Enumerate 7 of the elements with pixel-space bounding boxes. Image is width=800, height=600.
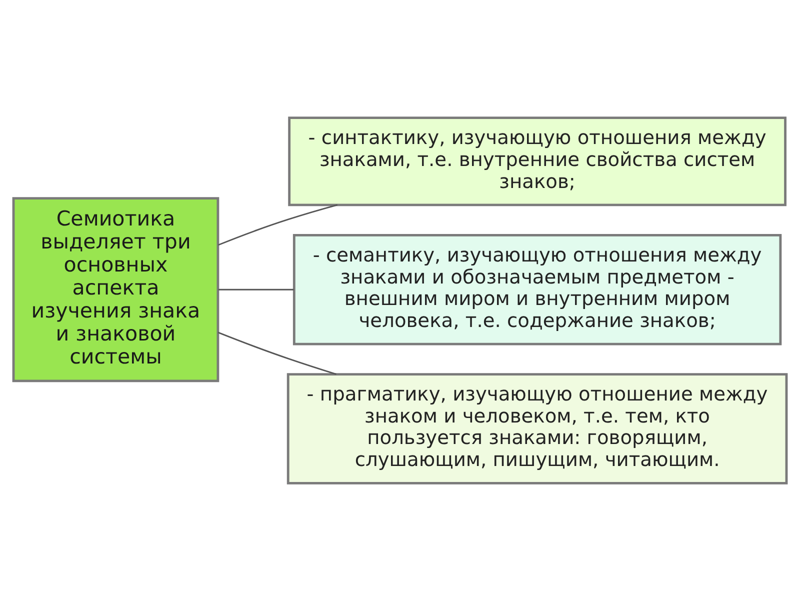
node-box: Семиотика выделяет три основных аспекта изучения знака и знаковой системы: [12, 196, 220, 382]
connector: [218, 288, 294, 290]
node-box: - прагматику, изучающую отношение между знаком и человеком, т.е. тем, кто пользуется знаками: говорящим, слушающим, пишущим, читающим.: [286, 372, 788, 484]
connector: [218, 204, 338, 246]
node-box: - семантику, изучающую отношения между знаками и обозначаемым предметом - внешним миром и внутренним миром человека, т.е. содержание знаков;: [292, 233, 782, 345]
connector: [218, 331, 336, 374]
node-box: - синтактику, изучающую отношения между знаками, т.е. внутренние свойства систем знаков;: [288, 116, 786, 206]
